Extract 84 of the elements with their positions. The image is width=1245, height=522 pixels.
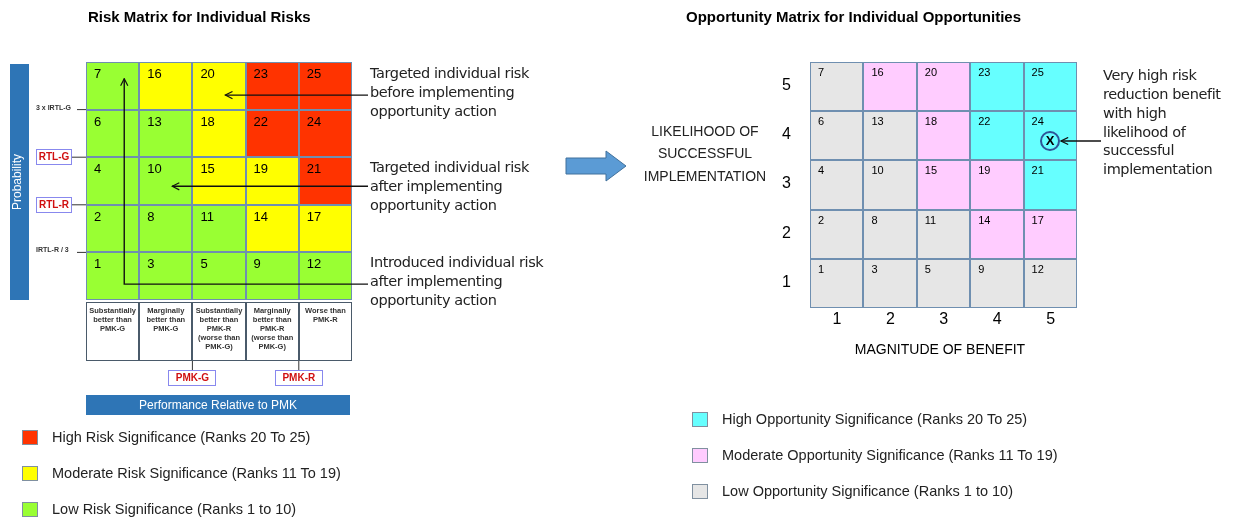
matrix-cell: 14 (245, 204, 299, 253)
matrix-title: Risk Matrix for Individual Risks (88, 8, 312, 27)
matrix-cell: 19 (245, 157, 299, 205)
threshold-tag: PMK-R (274, 370, 323, 386)
matrix-cell: 23 (245, 62, 299, 110)
matrix-cell: 10 (139, 157, 193, 205)
matrix-cell: 13 (863, 111, 917, 161)
annotation-text: Very high risk reduction benefit with high likelihood of successful implementation (1103, 66, 1231, 180)
matrix-cell: 17 (1023, 209, 1077, 259)
matrix-cell: 4 (810, 160, 864, 210)
matrix-cell: 12 (298, 252, 352, 300)
matrix-cell: 6 (86, 109, 140, 158)
matrix-cell: 20 (916, 62, 971, 112)
matrix-cell: 24 (298, 109, 352, 158)
matrix-cell: 1 (86, 252, 140, 300)
arrow (171, 182, 369, 191)
matrix-cell: 3 (139, 252, 193, 300)
matrix-cell: 21 (298, 157, 352, 205)
legend-label: Low Opportunity Significance (Ranks 1 to 10) (722, 483, 1014, 501)
matrix-cell: 20 (192, 62, 246, 110)
matrix-cell: 9 (245, 252, 299, 300)
matrix-cell: 14 (970, 209, 1024, 259)
matrix-cell: 3 (863, 258, 917, 308)
matrix-cell: 16 (863, 62, 917, 112)
legend-label: Moderate Opportunity Significance (Ranks 11 To 19) (722, 447, 1059, 465)
matrix-cell: 2 (86, 204, 140, 253)
matrix-cell: 25 (298, 62, 352, 110)
matrix-cell: 8 (139, 204, 193, 253)
matrix-cell: 16 (139, 62, 193, 110)
matrix-cell: 19 (970, 160, 1024, 210)
matrix-cell: 23 (970, 62, 1024, 112)
axis-tick-label: 4 (991, 310, 1003, 329)
matrix-cell: 17 (298, 204, 352, 253)
legend-label: Low Risk Significance (Ranks 1 to 10) (52, 501, 298, 519)
matrix-cell: 5 (192, 252, 246, 300)
threshold-tag: RTL-G (36, 149, 72, 166)
axis-title: Probability (10, 153, 25, 212)
matrix-cell: 18 (192, 109, 246, 158)
arrow (224, 90, 369, 100)
axis-tick-label: 3 (938, 310, 950, 329)
matrix-cell: 2 (810, 209, 864, 259)
matrix-cell: 22 (245, 109, 299, 158)
legend-label: Moderate Risk Significance (Ranks 11 To 19) (52, 465, 342, 483)
annotation-text: Introduced individual risk after implementing opportunity action (370, 253, 560, 310)
matrix-cell: 22 (970, 111, 1024, 161)
threshold-tag: PMK-G (168, 370, 217, 386)
matrix-cell: 21 (1023, 160, 1077, 210)
axis-bar: Performance Relative to PMK (86, 395, 350, 415)
axis-tick-label: 5 (1045, 310, 1057, 329)
matrix-cell: 13 (139, 109, 193, 158)
matrix-cell: 8 (863, 209, 917, 259)
matrix-cell: 15 (916, 160, 971, 210)
matrix-cell: 9 (970, 258, 1024, 308)
legend-label: High Opportunity Significance (Ranks 20 To 25) (722, 411, 1029, 429)
axis-tick-label: 4 (782, 125, 792, 145)
matrix-cell: 4 (86, 157, 140, 205)
matrix-cell: 11 (192, 204, 246, 253)
arrow (1060, 136, 1102, 146)
annotation-text: Targeted individual risk after implementing opportunity action (370, 158, 560, 215)
matrix-cell: 12 (1023, 258, 1077, 308)
axis-title: MAGNITUDE OF BENEFIT (853, 341, 1027, 359)
axis-tick-label: 2 (782, 223, 792, 243)
legend-label: High Risk Significance (Ranks 20 To 25) (52, 429, 312, 447)
axis-tick-label: 3 (782, 174, 792, 194)
matrix-cell: 6 (810, 111, 864, 161)
axis-tick-label: 2 (884, 310, 896, 329)
matrix-cell: 11 (916, 209, 971, 259)
matrix-cell: 7 (86, 62, 140, 110)
x-marker: X (1040, 131, 1060, 151)
annotation-text: Targeted individual risk before implementing opportunity action (370, 64, 560, 121)
matrix-cell: 10 (863, 160, 917, 210)
axis-tick-label: 1 (831, 310, 843, 329)
matrix-cell: 1 (810, 258, 864, 308)
matrix-cell: 7 (810, 62, 864, 112)
axis-tick-label: 1 (782, 272, 792, 292)
matrix-cell: 15 (192, 157, 246, 205)
axis-title: LIKELIHOOD OF SUCCESSFUL IMPLEMENTATION (642, 122, 768, 186)
axis-tick-label: 5 (782, 76, 792, 95)
matrix-cell: 5 (916, 258, 971, 308)
matrix-title: Opportunity Matrix for Individual Opportunities (686, 8, 1022, 27)
matrix-cell: 18 (916, 111, 971, 161)
arrow (120, 77, 369, 285)
threshold-tag: RTL-R (36, 196, 72, 213)
matrix-cell: 25 (1023, 62, 1077, 112)
